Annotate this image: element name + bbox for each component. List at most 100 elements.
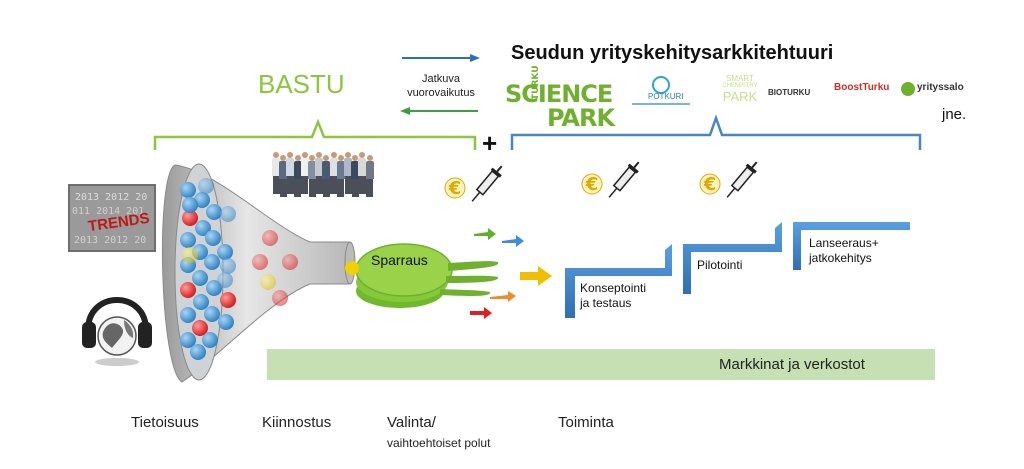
funnel-ball: [202, 332, 218, 348]
funnel-ball: [205, 230, 221, 246]
funnel-ball: [180, 232, 196, 248]
plus-sign: +: [482, 128, 498, 158]
svg-text:2013 2012 20: 2013 2012 20: [75, 192, 147, 203]
funnel-ball: [220, 258, 236, 274]
person-figure: [286, 152, 295, 198]
euro-syringe-group: €: [444, 165, 503, 202]
yrityssalo-icon: [901, 82, 915, 96]
funnel-ball: [252, 254, 268, 270]
funnel-ball: [220, 292, 236, 308]
person-figure: [329, 152, 338, 198]
funnel-ball: [282, 254, 298, 270]
page-title: Seudun yrityskehitysarkkitehtuuri: [511, 42, 834, 64]
sparraus-colanders: [345, 243, 499, 308]
funnel-ball: [182, 197, 198, 213]
interaction-caption: Jatkuva vuorovaikutus: [396, 72, 486, 100]
euro-icon: €: [448, 178, 462, 199]
funnel-ball: [260, 274, 276, 290]
step3-line1: Lanseeraus+: [809, 236, 879, 250]
funnel-ball: [193, 294, 209, 310]
funnel-balls: [180, 178, 298, 360]
person-figure: [344, 152, 352, 198]
science-park-logo: TURKU SCIENCE PARK: [505, 65, 617, 132]
step-lanseeraus: Lanseeraus+ jatkokehitys: [809, 236, 879, 266]
person-figure: [272, 152, 280, 198]
bastu-brace: [153, 118, 477, 150]
funnel-ball: [190, 344, 206, 360]
step-pilotointi: Pilotointi: [697, 258, 743, 272]
yrityssalo-text: yrityssalo: [917, 82, 964, 93]
funnel-ball: [218, 314, 234, 330]
euro-coin-icon: [581, 173, 603, 195]
ecosystem-brace: [510, 114, 922, 150]
smart-line2: CHEMISTRY: [722, 83, 758, 89]
potkuri-text: POTKURI: [648, 92, 684, 101]
funnel-ball: [182, 210, 198, 226]
euro-syringe-group: €: [699, 161, 758, 198]
person-figure: [336, 155, 345, 201]
stage-tietoisuus: Tietoisuus: [131, 414, 199, 431]
interaction-caption-line2: vuorovaikutus: [407, 87, 475, 99]
funnel-ball: [180, 182, 196, 198]
stage-valinta: Valinta/: [387, 414, 436, 431]
step3-line2: jatkokehitys: [809, 251, 872, 265]
people-group-image: [270, 152, 374, 202]
euro-coin-icon: [444, 177, 466, 199]
euro-coin-icon: [699, 173, 721, 195]
funnel-ball: [262, 230, 278, 246]
funnel-ball: [206, 280, 222, 296]
step1-line2: ja testaus: [580, 296, 632, 310]
potkuri-logo: POTKURI: [630, 76, 690, 106]
boostturku-logo: BoostTurku: [834, 82, 890, 93]
person-figure: [308, 155, 316, 201]
svg-text:011 2014 201: 011 2014 201: [72, 206, 144, 217]
funnel-ball: [192, 270, 208, 286]
person-figure: [279, 155, 288, 201]
person-figure: [322, 155, 331, 201]
person-figure: [365, 155, 374, 201]
smart-chemistry-park-logo: SMART CHEMISTRY PARK: [720, 74, 760, 110]
funnel-ball: [194, 192, 210, 208]
funnel-ball: [180, 307, 196, 323]
bastu-label: BASTU: [258, 69, 345, 99]
funnel-ball: [182, 247, 198, 263]
option-arrows: [470, 228, 552, 319]
svg-text:2013 2012 20: 2013 2012 20: [74, 235, 146, 246]
trends-image: 2013 2012 20 011 2014 201 2013 2012 20: [68, 184, 156, 252]
interaction-arrows: [400, 54, 480, 115]
funding-icons: € € €: [444, 161, 758, 202]
euro-syringe-group: €: [581, 161, 640, 198]
syringe-icon: [471, 165, 503, 202]
yrityssalo-logo: yrityssalo: [901, 80, 973, 98]
market-bar-label: Markkinat ja verkostot: [719, 356, 865, 373]
funnel-ball: [272, 290, 288, 306]
funnel-ball: [198, 178, 214, 194]
process-steps: [565, 222, 910, 318]
funnel-ball: [217, 244, 233, 260]
funnel-ball: [180, 282, 196, 298]
funnel-ball: [206, 204, 222, 220]
stage-kiinnostus: Kiinnostus: [262, 414, 332, 431]
sparraus-label: Sparraus: [371, 252, 428, 268]
market-bar: [267, 349, 935, 380]
smart-line1: SMART: [726, 74, 754, 83]
euro-icon: €: [585, 174, 599, 195]
euro-icon: €: [703, 174, 717, 195]
funnel-ball: [220, 206, 236, 222]
headphones-globe-icon: [82, 297, 152, 366]
stage-valinta-sub: vaihtoehtoiset polut: [387, 436, 491, 450]
funnel-ball: [192, 320, 208, 336]
person-figure: [300, 152, 309, 198]
funnel-ball: [204, 254, 220, 270]
stage-toiminta: Toiminta: [558, 414, 614, 431]
step-konseptointi: Konseptointi ja testaus: [580, 281, 646, 311]
etc-label: jne.: [942, 106, 967, 123]
science-park-line1: SCIENCE: [505, 80, 613, 108]
person-figure: [315, 152, 324, 198]
funnel-ball: [217, 272, 233, 288]
smart-line3: PARK: [722, 89, 758, 104]
interaction-caption-line1: Jatkuva: [422, 73, 460, 85]
syringe-icon: [726, 161, 758, 198]
funnel-ball: [195, 220, 211, 236]
